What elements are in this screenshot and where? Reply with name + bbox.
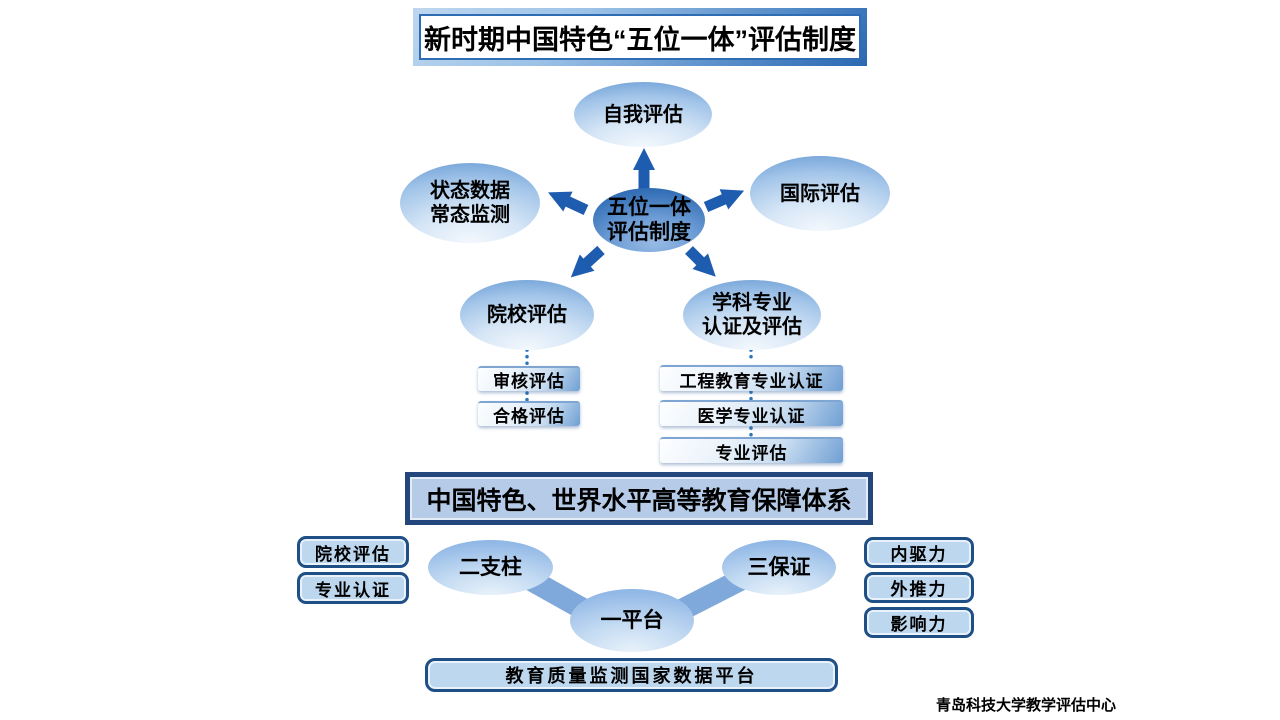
arrow-down-right [685, 246, 716, 277]
bar-qualified-evaluation: 合格评估 [478, 401, 580, 426]
pill-external-push-label: 外推力 [890, 580, 948, 599]
bar-medical-certification-label: 医学专业认证 [697, 406, 806, 426]
pill-internal-drive-label: 内驱力 [890, 545, 948, 564]
pill-influence: 影响力 [864, 607, 974, 638]
bar-professional-evaluation: 专业评估 [660, 437, 843, 463]
node-one-platform: 一平台 [570, 589, 694, 652]
node-hub-line1: 五位一体 [607, 195, 691, 219]
national-data-platform-box: 教育质量监测国家数据平台 [425, 658, 838, 692]
page-title: 新时期中国特色“五位一体”评估制度 [419, 14, 861, 60]
arrow-right [703, 189, 745, 213]
national-data-platform-label: 教育质量监测国家数据平台 [505, 666, 758, 686]
node-hub-line2: 评估制度 [607, 221, 691, 244]
node-one-platform-label: 一平台 [600, 608, 664, 632]
bar-engineering-certification-label: 工程教育专业认证 [679, 371, 824, 391]
node-status-data: 状态数据 常态监测 [400, 163, 540, 243]
pill-influence-label: 影响力 [890, 615, 948, 634]
pill-professional-certification-label: 专业认证 [315, 580, 391, 600]
node-hub: 五位一体 评估制度 [593, 188, 705, 252]
bar-professional-evaluation-label: 专业评估 [715, 443, 788, 463]
node-institutional-label: 院校评估 [487, 304, 567, 326]
node-discipline-line2: 认证及评估 [702, 316, 802, 338]
bar-engineering-certification: 工程教育专业认证 [660, 365, 843, 391]
arrow-left [548, 191, 589, 215]
node-discipline-line1: 学科专业 [712, 292, 792, 314]
pill-professional-certification: 专业认证 [297, 572, 409, 604]
bar-audit-evaluation-label: 审核评估 [493, 372, 565, 391]
node-institutional: 院校评估 [460, 280, 594, 350]
pill-internal-drive: 内驱力 [864, 537, 974, 568]
bar-qualified-evaluation-label: 合格评估 [493, 407, 565, 426]
node-two-pillars: 二支柱 [428, 540, 553, 595]
node-international: 国际评估 [750, 156, 890, 231]
band-title: 中国特色、世界水平高等教育保障体系 [410, 477, 868, 520]
node-three-guarantees: 三保证 [722, 540, 836, 595]
node-self-evaluation-label: 自我评估 [603, 103, 683, 126]
pill-institutional-evaluation-label: 院校评估 [315, 544, 391, 564]
footer-credit: 青岛科技大学教学评估中心 [936, 697, 1117, 714]
node-international-label: 国际评估 [780, 182, 860, 205]
node-status-data-line2: 常态监测 [430, 204, 510, 226]
node-discipline: 学科专业 认证及评估 [683, 280, 821, 350]
pill-institutional-evaluation: 院校评估 [297, 536, 409, 568]
title-frame: 新时期中国特色“五位一体”评估制度 [413, 8, 867, 66]
node-two-pillars-label: 二支柱 [459, 555, 522, 579]
band-frame: 中国特色、世界水平高等教育保障体系 [405, 472, 873, 525]
arrow-down-left [570, 245, 605, 278]
node-self-evaluation: 自我评估 [574, 82, 712, 147]
node-three-guarantees-label: 三保证 [747, 555, 811, 579]
pill-external-push: 外推力 [864, 572, 974, 603]
node-status-data-line1: 状态数据 [430, 180, 510, 202]
bar-medical-certification: 医学专业认证 [660, 400, 843, 426]
bar-audit-evaluation: 审核评估 [478, 366, 580, 391]
